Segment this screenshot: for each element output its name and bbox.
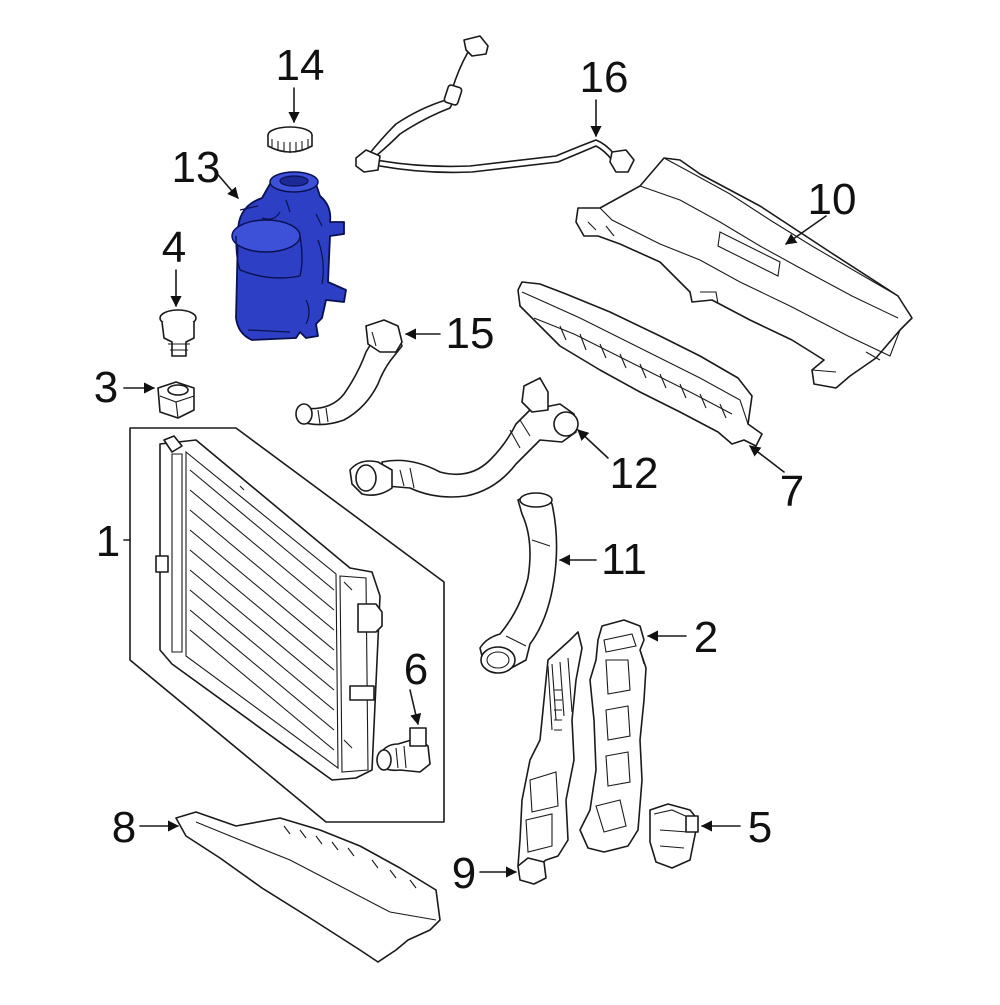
- callout-labels: 14 13 4 3 1 16 10 15 12 7 11 2 6 5 8 9: [94, 41, 857, 898]
- part-12-radiator-hose[interactable]: [349, 377, 579, 498]
- callout-14: 14: [276, 41, 325, 90]
- callout-12: 12: [610, 449, 659, 498]
- part-3-grommet[interactable]: [157, 381, 195, 419]
- part-16-vent-line[interactable]: [355, 35, 635, 174]
- part-5-sensor-bracket[interactable]: [649, 803, 699, 869]
- callout-11: 11: [601, 535, 647, 584]
- part-2-side-bracket[interactable]: [579, 619, 647, 853]
- callout-16: 16: [580, 53, 629, 102]
- part-9-left-bracket[interactable]: [517, 631, 583, 885]
- callout-1: 1: [96, 517, 120, 566]
- part-4-push-pin[interactable]: [159, 309, 197, 357]
- callout-7: 7: [780, 467, 804, 516]
- part-1-radiator[interactable]: [129, 427, 445, 823]
- callout-leaders: [123, 87, 827, 878]
- callout-15: 15: [446, 309, 495, 358]
- part-7-support-bar[interactable]: [517, 281, 763, 447]
- part-10-cowl-panel[interactable]: [575, 157, 913, 389]
- leader-10: [785, 215, 827, 245]
- callout-2: 2: [694, 613, 718, 662]
- part-13-expansion-reservoir[interactable]: [231, 171, 347, 341]
- callout-8: 8: [112, 803, 136, 852]
- callout-10: 10: [808, 175, 857, 224]
- callout-3: 3: [94, 363, 118, 412]
- part-8-air-deflector[interactable]: [175, 811, 441, 963]
- part-11-lower-hose[interactable]: [479, 492, 558, 674]
- leader-12: [577, 429, 609, 459]
- callout-9: 9: [452, 849, 476, 898]
- callout-6: 6: [404, 645, 428, 694]
- callout-4: 4: [162, 223, 186, 272]
- leader-7: [749, 445, 785, 473]
- part-14-reservoir-cap[interactable]: [267, 126, 313, 153]
- callout-13: 13: [172, 143, 221, 192]
- part-6-drain-plug[interactable]: [376, 727, 431, 773]
- leader-13: [213, 169, 239, 199]
- part-15-upper-hose[interactable]: [295, 319, 403, 426]
- leader-6: [409, 689, 422, 726]
- callout-5: 5: [748, 803, 772, 852]
